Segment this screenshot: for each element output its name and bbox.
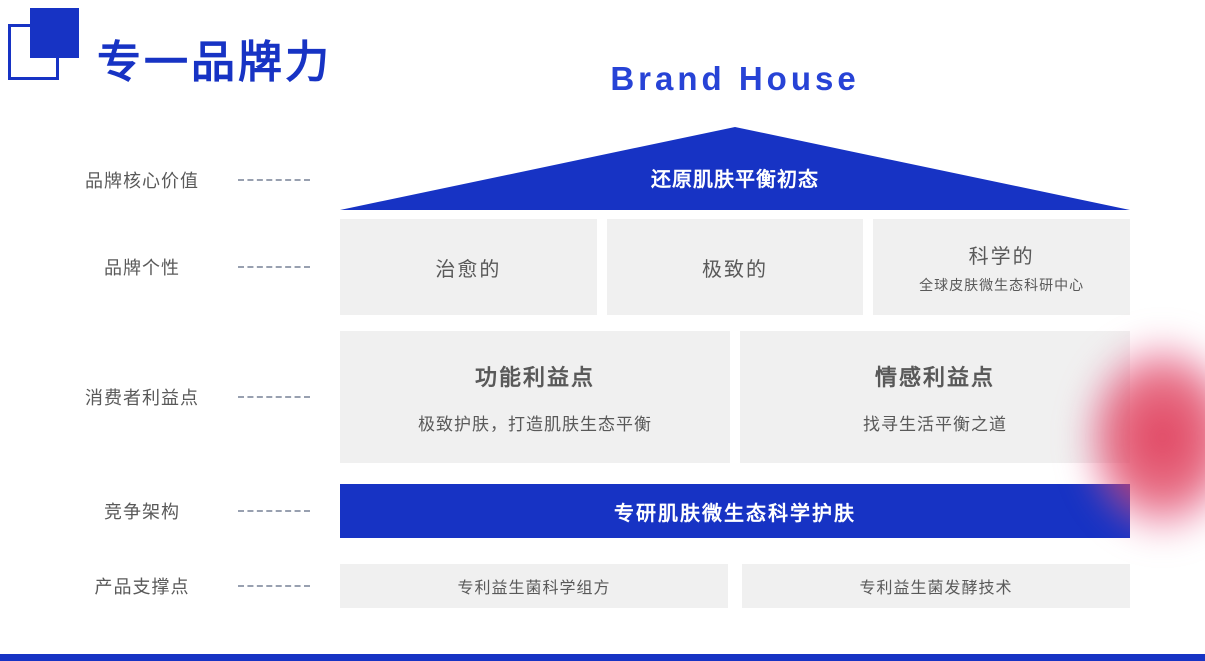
- benefit-subtitle: 极致护肤，打造肌肤生态平衡: [418, 414, 652, 434]
- rail-row-brand-core-value: 品牌核心价值: [60, 167, 310, 193]
- rail-label: 品牌核心价值: [85, 171, 199, 191]
- competition-text: 专研肌肤微生态科学护肤: [614, 502, 856, 525]
- competition-bar: 专研肌肤微生态科学护肤: [340, 484, 1130, 538]
- personality-title: 极致的: [702, 258, 768, 281]
- support-text: 专利益生菌发酵技术: [859, 580, 1013, 597]
- rail-row-consumer-benefits: 消费者利益点: [60, 384, 310, 410]
- rail-row-competitive-frame: 竞争架构: [60, 498, 310, 524]
- rail-label: 竞争架构: [104, 502, 180, 522]
- personality-subtitle: 全球皮肤微生态科研中心: [919, 276, 1085, 293]
- page-title: 专一品牌力: [97, 38, 332, 87]
- benefit-title: 功能利益点: [474, 364, 595, 390]
- benefit-title: 情感利益点: [874, 364, 995, 390]
- dashed-connector: [238, 266, 310, 268]
- support-text: 专利益生菌科学组方: [457, 580, 611, 597]
- roof-triangle: 还原肌肤平衡初态: [340, 127, 1130, 210]
- benefit-row: 功能利益点 极致护肤，打造肌肤生态平衡 情感利益点 找寻生活平衡之道: [340, 331, 1130, 463]
- rail-label: 消费者利益点: [85, 388, 199, 408]
- personality-title: 治愈的: [435, 258, 502, 281]
- support-box-fermentation: 专利益生菌发酵技术: [742, 564, 1130, 608]
- dashed-connector: [238, 510, 310, 512]
- personality-box-scientific: 科学的 全球皮肤微生态科研中心: [873, 219, 1131, 315]
- personality-box-healing: 治愈的: [340, 219, 597, 315]
- rail-label: 产品支撑点: [94, 577, 190, 597]
- brand-house-heading: Brand House: [610, 60, 860, 97]
- rail-row-product-support: 产品支撑点: [60, 573, 310, 599]
- rail-row-brand-personality: 品牌个性: [60, 254, 310, 280]
- benefit-subtitle: 找寻生活平衡之道: [863, 414, 1007, 434]
- dashed-connector: [238, 179, 310, 181]
- logo-solid-square: [30, 8, 79, 58]
- personality-row: 治愈的 极致的 科学的 全球皮肤微生态科研中心: [340, 219, 1131, 315]
- dashed-connector: [238, 396, 310, 398]
- roof-text: 还原肌肤平衡初态: [651, 169, 819, 191]
- personality-title: 科学的: [968, 245, 1035, 268]
- personality-box-ultimate: 极致的: [606, 219, 864, 315]
- support-row: 专利益生菌科学组方 专利益生菌发酵技术: [340, 564, 1130, 608]
- rail-label: 品牌个性: [104, 258, 180, 278]
- benefit-box-functional: 功能利益点 极致护肤，打造肌肤生态平衡: [340, 331, 730, 463]
- bottom-accent-bar: [0, 654, 1205, 661]
- dashed-connector: [238, 585, 310, 587]
- benefit-box-emotional: 情感利益点 找寻生活平衡之道: [740, 331, 1130, 463]
- support-box-formula: 专利益生菌科学组方: [340, 564, 728, 608]
